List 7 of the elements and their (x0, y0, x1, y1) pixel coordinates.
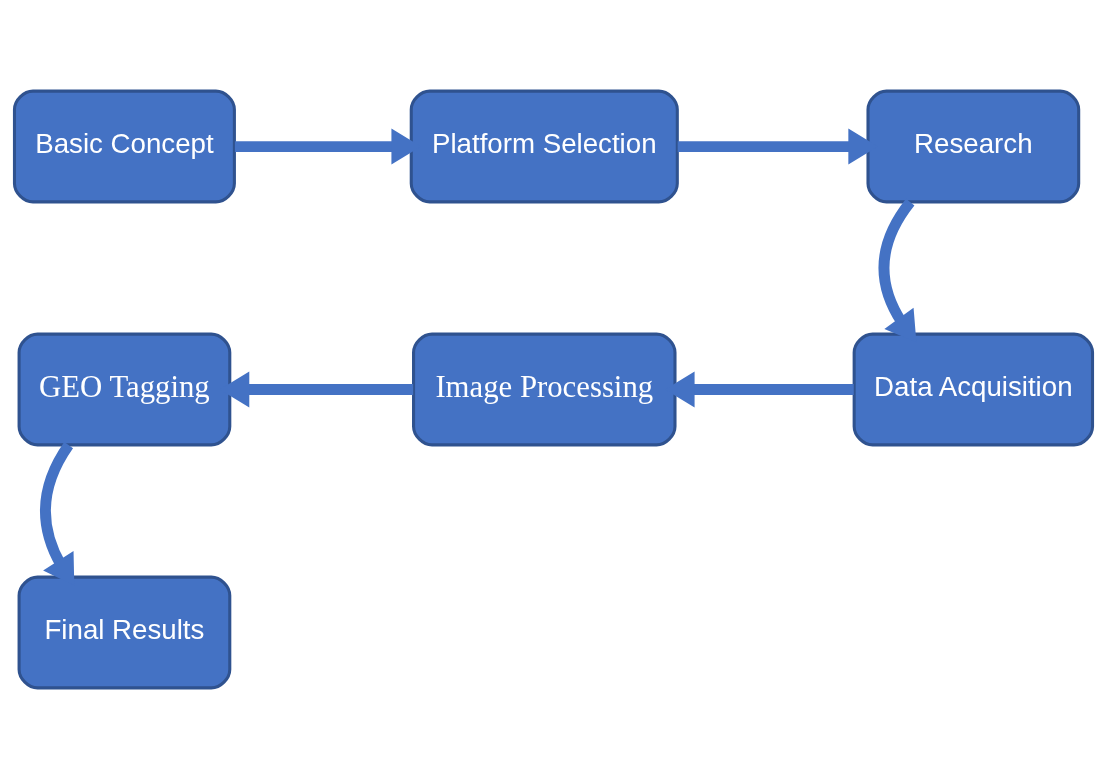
node-box: Basic Concept (12, 89, 236, 203)
node-box: Research (866, 89, 1081, 203)
node-box: Platform Selection (409, 89, 679, 203)
node-box: GEO Tagging (17, 332, 232, 446)
node-box: Final Results (17, 575, 232, 689)
node-box: Image Processing (412, 332, 677, 446)
node-box: Data Acquisition (852, 332, 1095, 446)
